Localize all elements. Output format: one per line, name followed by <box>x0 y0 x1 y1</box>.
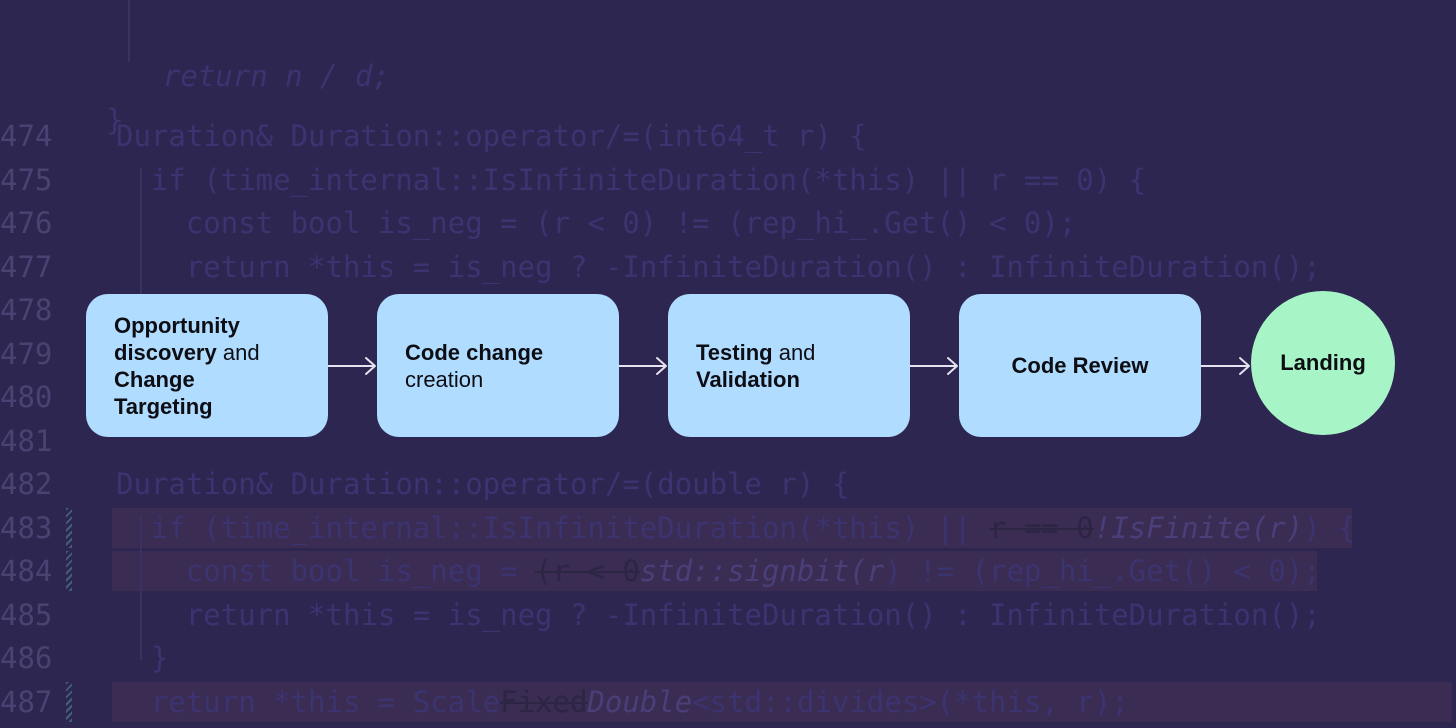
line-number: 475 <box>0 163 53 197</box>
step-label-regular: creation <box>405 366 484 392</box>
added-code: std::signbit(r <box>639 554 885 588</box>
line-number: 476 <box>0 206 53 240</box>
code-line: } <box>0 54 1456 137</box>
code-segment: ) != (rep_hi_.Get() < 0); <box>884 554 1321 588</box>
diff-gutter-marker <box>66 551 72 591</box>
arrow-4-to-5 <box>1200 357 1250 375</box>
step-label-bold: Change <box>114 366 195 392</box>
code-text: if (time_internal::IsInfiniteDuration(*t… <box>116 163 1147 197</box>
step-label-bold: Opportunity <box>114 312 240 338</box>
code-line: return n / d; <box>0 10 1456 93</box>
arrow-1-to-2 <box>327 357 376 375</box>
code-text: Duration& Duration::operator/=(int64_t r… <box>116 119 867 153</box>
added-code: Double <box>587 685 693 719</box>
code-line: 486 } <box>0 636 1456 680</box>
line-number: 483 <box>0 511 53 545</box>
landing-label: Landing <box>1280 350 1366 375</box>
code-text: return *this = ScaleFixedDouble<std::div… <box>116 680 1129 724</box>
line-number: 478 <box>0 293 53 327</box>
diff-gutter-marker <box>66 682 72 722</box>
indent-guide <box>140 168 142 300</box>
step-label-bold: discovery <box>114 339 217 365</box>
arrow-2-to-3 <box>618 357 667 375</box>
step-label-regular: and <box>216 339 260 365</box>
step-label-regular: and <box>772 339 816 365</box>
line-number: 481 <box>0 424 53 458</box>
line-number: 482 <box>0 467 53 501</box>
code-text: } <box>106 103 124 137</box>
diff-highlight <box>112 551 1317 591</box>
diff-gutter-marker <box>66 508 72 548</box>
code-line: 477 return *this = is_neg ? -InfiniteDur… <box>0 245 1456 289</box>
line-number: 477 <box>0 250 53 284</box>
code-line: 475 if (time_internal::IsInfiniteDuratio… <box>0 158 1456 202</box>
code-text: const bool is_neg = (r < 0) != (rep_hi_.… <box>116 206 1077 240</box>
step-label-bold: Validation <box>696 366 800 392</box>
line-number: 486 <box>0 641 53 675</box>
step-landing: Landing <box>1251 291 1395 435</box>
removed-code: (r < 0 <box>535 554 640 588</box>
step-label-bold: Targeting <box>114 393 213 419</box>
step-label-bold: Testing <box>696 339 773 365</box>
line-number: 474 <box>0 119 53 153</box>
code-line: 478 <box>0 288 1456 332</box>
code-line: 484 const bool is_neg = (r < 0std::signb… <box>0 549 1456 593</box>
code-line: 482 Duration& Duration::operator/=(double… <box>0 462 1456 506</box>
indent-guide <box>140 516 142 660</box>
line-number: 485 <box>0 598 53 632</box>
line-number: 480 <box>0 380 53 414</box>
code-segment: if (time_internal::IsInfiniteDuration(*t… <box>116 511 989 545</box>
code-line: 476 const bool is_neg = (r < 0) != (rep_… <box>0 201 1456 245</box>
step-label-bold: Code change <box>405 339 544 365</box>
code-text: } <box>116 641 169 675</box>
code-line: 483 if (time_internal::IsInfiniteDuratio… <box>0 506 1456 550</box>
added-code: !IsFinite(r) <box>1093 511 1304 545</box>
removed-code: Fixed <box>500 685 588 719</box>
code-text: Duration& Duration::operator/=(double r)… <box>116 467 850 501</box>
code-line: 485 return *this = is_neg ? -InfiniteDur… <box>0 593 1456 637</box>
step-label: Code Review <box>1012 352 1149 379</box>
diff-highlight <box>112 508 1352 548</box>
code-line: 480 <box>0 375 1456 419</box>
code-text: return *this = is_neg ? -InfiniteDuratio… <box>116 598 1321 632</box>
removed-code: r == 0 <box>988 511 1094 545</box>
code-line: 481 <box>0 419 1456 463</box>
step-label-bold: Code Review <box>1011 353 1149 378</box>
code-segment: return *this = Scale <box>116 685 501 719</box>
code-text: const bool is_neg = (r < 0std::signbit(r… <box>116 549 1321 593</box>
code-line: 487 return *this = ScaleFixedDouble<std:… <box>0 680 1456 724</box>
line-number: 479 <box>0 337 53 371</box>
step-code-review: Code Review <box>959 294 1201 437</box>
line-number: 487 <box>0 685 53 719</box>
diff-highlight <box>112 682 1452 722</box>
code-segment: <std::divides>(*this, r); <box>692 685 1129 719</box>
line-number: 484 <box>0 554 53 588</box>
code-segment: const bool is_neg = <box>116 554 536 588</box>
code-text: if (time_internal::IsInfiniteDuration(*t… <box>116 506 1356 550</box>
code-line: 474 Duration& Duration::operator/=(int64_… <box>0 114 1456 158</box>
indent-guide <box>128 0 130 62</box>
code-text: return n / d; <box>128 59 390 93</box>
code-segment: ) { <box>1303 511 1356 545</box>
arrow-3-to-4 <box>909 357 958 375</box>
code-text: return *this = is_neg ? -InfiniteDuratio… <box>116 250 1321 284</box>
code-line: 479 <box>0 332 1456 376</box>
